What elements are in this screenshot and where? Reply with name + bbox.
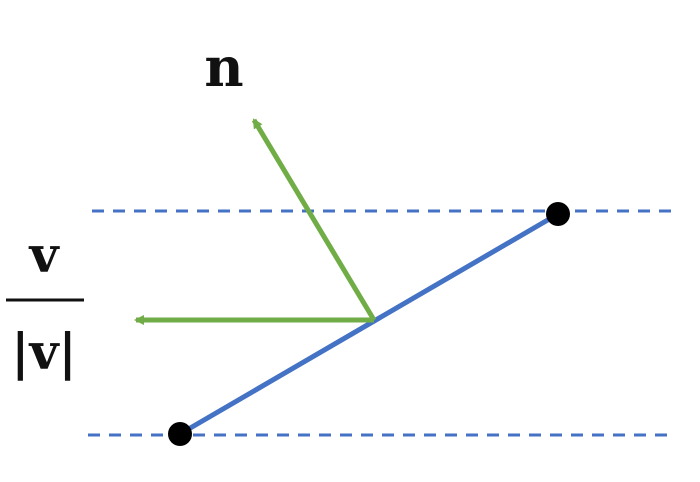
endpoint-lower — [168, 422, 192, 446]
normal-vector-arrow — [251, 118, 377, 322]
normal-label: n — [204, 35, 243, 99]
segment-line — [177, 211, 561, 437]
fraction-denominator-label: |v| — [11, 322, 76, 382]
fraction-numerator-label: v — [28, 225, 60, 284]
endpoint-upper — [546, 202, 570, 226]
